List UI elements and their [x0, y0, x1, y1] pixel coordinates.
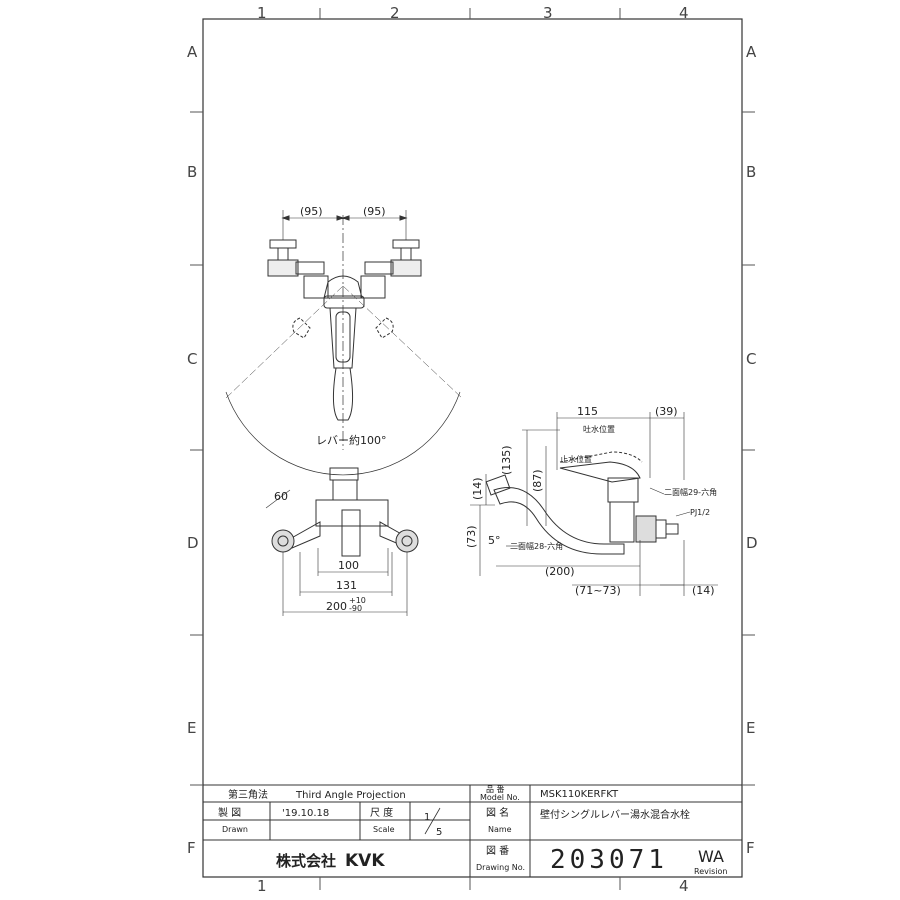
zone-row-a-left: A — [187, 43, 198, 61]
scale-label-jp: 尺 度 — [370, 806, 393, 819]
name-label-en: Name — [488, 825, 512, 834]
label-hex-29: 二面幅29-六角 — [664, 487, 717, 497]
company-brand: KVK — [345, 851, 385, 871]
dim-95-right: (95) — [363, 205, 386, 218]
plan-view — [265, 467, 419, 616]
label-spout-position: 吐水位置 — [583, 424, 615, 434]
model-number: MSK110KERFKT — [540, 789, 619, 800]
label-stop-position: 止水位置 — [560, 454, 592, 464]
zone-row-e-left: E — [187, 719, 196, 737]
dim-14-vertical: (14) — [471, 477, 484, 500]
name-label-jp: 図 名 — [486, 806, 509, 819]
drawn-label-en: Drawn — [222, 825, 248, 834]
dim-100: 100 — [338, 559, 359, 572]
dim-14-horizontal: (14) — [692, 584, 715, 597]
dim-60: 60 — [274, 490, 288, 503]
revision-label: Revision — [694, 867, 727, 876]
revision-value: WA — [698, 847, 724, 866]
dim-5-degree: 5° — [488, 534, 501, 547]
label-pj: PJ1/2 — [690, 508, 710, 517]
zone-col-1-bottom: 1 — [257, 877, 267, 895]
dim-200-tol-minus: -90 — [349, 604, 362, 613]
dim-lever-angle: レバー約100° — [316, 433, 387, 447]
projection-label: 第三角法 — [228, 788, 268, 801]
dim-200-tol-plus: +10 — [349, 596, 366, 605]
product-name: 壁付シングルレバー湯水混合水栓 — [540, 808, 690, 821]
drawing-number: 203071 — [550, 845, 668, 875]
zone-row-e-right: E — [746, 719, 755, 737]
zone-col-1-top: 1 — [257, 4, 267, 22]
zone-row-c-left: C — [187, 350, 197, 368]
zone-col-4-bottom: 4 — [679, 877, 689, 895]
zone-row-b-left: B — [187, 163, 197, 181]
zone-row-c-right: C — [746, 350, 756, 368]
side-view — [470, 412, 718, 596]
dim-200-side: (200) — [545, 565, 575, 578]
sheet-border — [202, 18, 743, 878]
zone-col-2-top: 2 — [390, 4, 400, 22]
projection-value: Third Angle Projection — [295, 790, 406, 801]
dim-115: 115 — [577, 405, 598, 418]
model-label-en: Model No. — [480, 793, 520, 802]
drawing-label-jp: 図 番 — [486, 845, 509, 857]
zone-row-f-right: F — [746, 839, 755, 857]
zone-row-d-right: D — [746, 534, 758, 552]
zone-ticks — [190, 8, 755, 890]
label-hex-28: 二面幅28-六角 — [510, 541, 563, 551]
dim-135: (135) — [500, 445, 513, 475]
dim-87: (87) — [531, 469, 544, 492]
scale-numerator: 1 — [424, 812, 430, 823]
dim-95-left: (95) — [300, 205, 323, 218]
zone-row-a-right: A — [746, 43, 757, 61]
dim-200-main: 200 — [326, 600, 347, 613]
title-block — [203, 784, 742, 877]
dim-71-73: (71~73) — [575, 584, 621, 597]
drawing-label-en: Drawing No. — [476, 863, 525, 872]
dim-39: (39) — [655, 405, 678, 418]
model-label-jp: 品 番 — [486, 784, 505, 794]
dim-131: 131 — [336, 579, 357, 592]
zone-col-3-top: 3 — [543, 4, 553, 22]
drawn-date: '19.10.18 — [282, 808, 329, 819]
front-view — [225, 210, 463, 476]
zone-row-d-left: D — [187, 534, 199, 552]
zone-row-f-left: F — [187, 839, 196, 857]
scale-denominator: 5 — [436, 827, 442, 838]
zone-row-b-right: B — [746, 163, 756, 181]
company-name-jp: 株式会社 — [276, 852, 336, 870]
zone-col-4-top: 4 — [679, 4, 689, 22]
dim-73: (73) — [465, 525, 478, 548]
scale-label-en: Scale — [373, 825, 395, 834]
drawn-label-jp: 製 図 — [218, 806, 241, 819]
